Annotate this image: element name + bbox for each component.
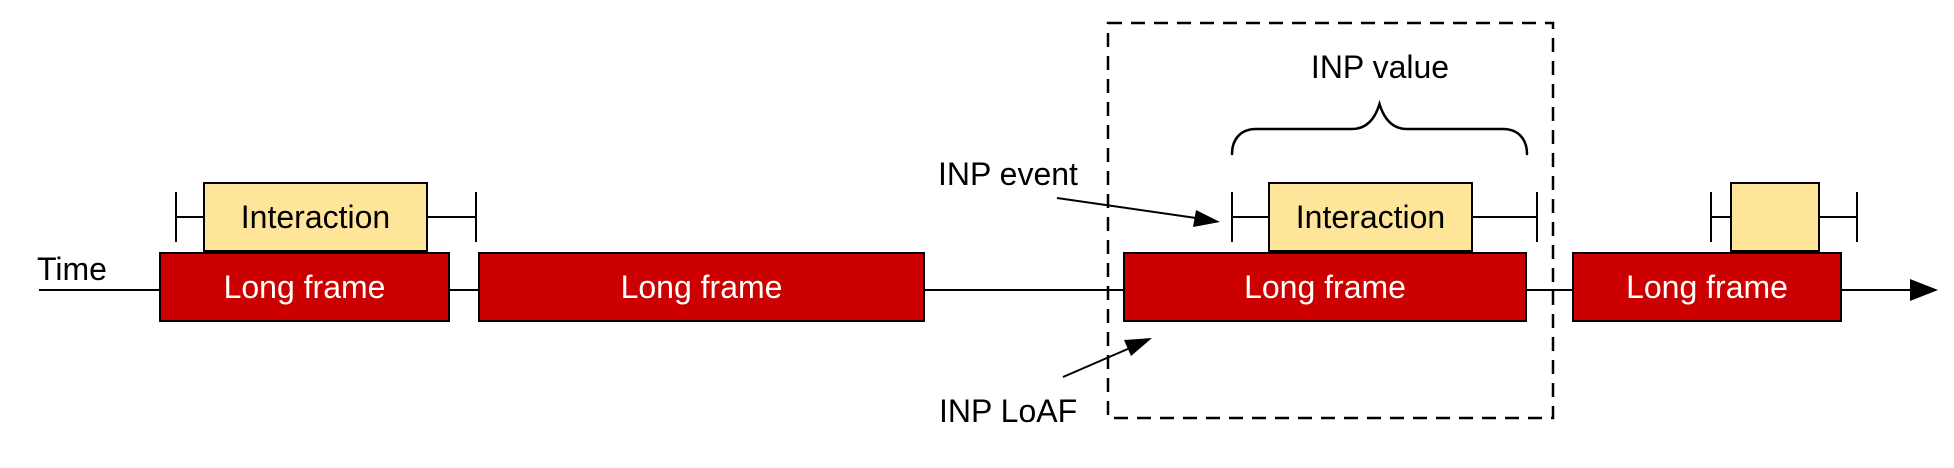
long-frame-label: Long frame xyxy=(223,268,386,305)
inp-loaf-arrowhead-icon xyxy=(1124,338,1152,356)
interaction-box-2: Interaction xyxy=(1268,182,1473,252)
interaction-box-3 xyxy=(1730,182,1820,252)
inp-event-arrowhead-icon xyxy=(1193,210,1220,227)
inp-value-brace xyxy=(1230,99,1529,156)
time-label: Time xyxy=(37,251,107,287)
long-frame-label: Long frame xyxy=(1244,268,1406,305)
long-frame-label: Long frame xyxy=(620,268,783,305)
inp-value-label: INP value xyxy=(1310,49,1450,85)
inp-loaf-arrow xyxy=(1062,347,1131,378)
inp-event-label: INP event xyxy=(938,156,1078,192)
interaction-label: Interaction xyxy=(240,198,391,235)
long-frame-3: Long frame xyxy=(1123,252,1527,322)
long-frame-2: Long frame xyxy=(478,252,925,322)
interaction-box-1: Interaction xyxy=(203,182,428,252)
timeline-arrowhead-icon xyxy=(1910,279,1938,301)
interaction-label: Interaction xyxy=(1295,198,1446,235)
long-frame-label: Long frame xyxy=(1626,268,1788,305)
inp-loaf-label: INP LoAF xyxy=(939,393,1078,429)
long-frame-4: Long frame xyxy=(1572,252,1842,322)
long-frame-1: Long frame xyxy=(159,252,450,322)
inp-loaf-highlight-box xyxy=(1106,21,1555,420)
inp-event-arrow xyxy=(1056,197,1197,219)
